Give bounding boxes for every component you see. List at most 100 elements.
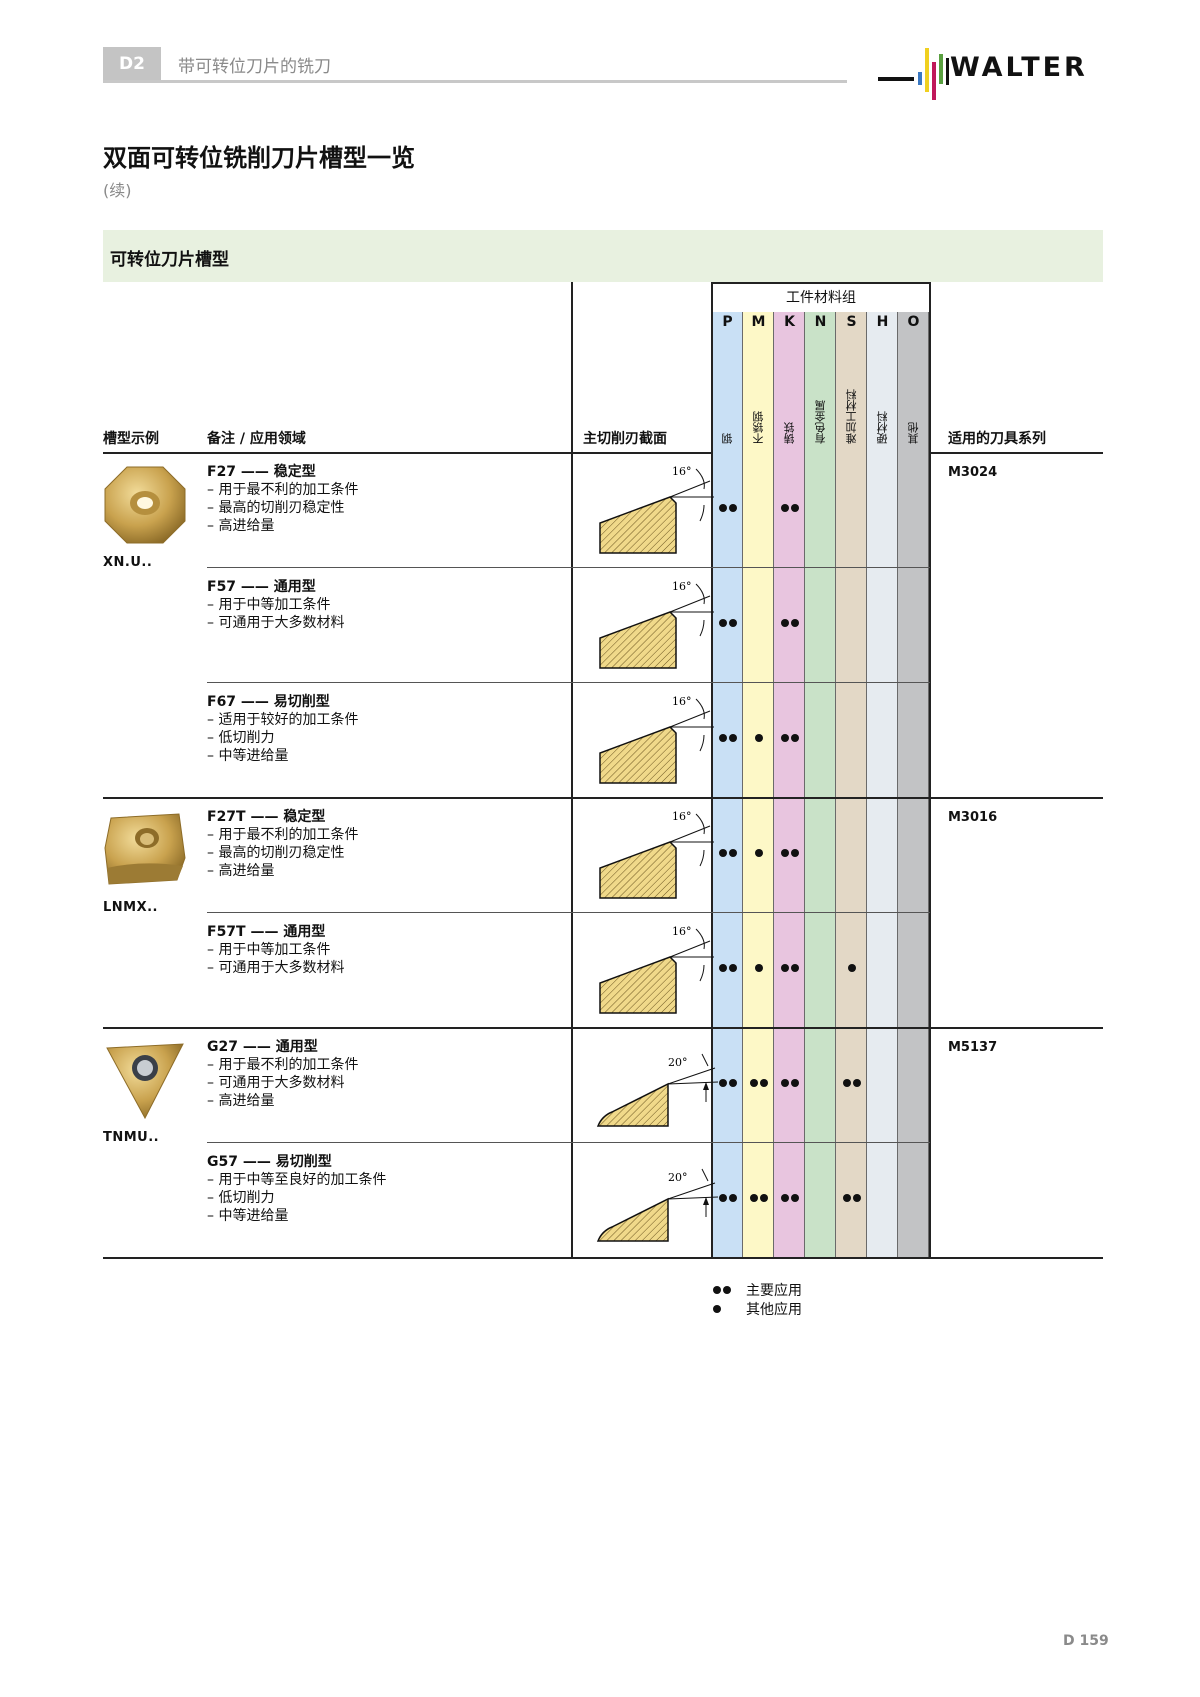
primary-application-icon: [712, 619, 743, 627]
geometry-title: F67 —— 易切削型: [207, 694, 330, 710]
geometry-note-line: – 用于最不利的加工条件: [207, 827, 359, 843]
material-name-label: 铸铁: [782, 422, 796, 444]
material-letter-m: M: [751, 314, 766, 330]
primary-application-icon: [743, 1194, 774, 1202]
secondary-application-icon: [836, 964, 867, 972]
material-letter-k: K: [784, 314, 795, 330]
material-letter-o: O: [907, 314, 920, 330]
geometry-title: F27T —— 稳定型: [207, 809, 326, 825]
geometry-notes: F57 —— 通用型– 用于中等加工条件– 可通用于大多数材料: [207, 578, 567, 632]
header-bottom-rule-right: [930, 452, 1103, 454]
svg-text:20°: 20°: [668, 1171, 688, 1184]
geometry-note-line: – 高进给量: [207, 863, 275, 879]
material-letter-p: P: [722, 314, 733, 330]
chapter-title: 带可转位刀片的铣刀: [178, 57, 331, 77]
svg-text:16°: 16°: [672, 695, 692, 708]
cutting-edge-cross-section-diagram: 16°: [590, 461, 714, 556]
row-divider: [207, 682, 930, 683]
material-column-h: [867, 312, 898, 1257]
group-divider: [103, 1027, 1103, 1029]
row-divider: [207, 912, 930, 913]
material-name-label: 不锈钢: [751, 411, 765, 444]
legend-primary: 主要应用: [712, 1280, 802, 1299]
material-name-label: 钢: [720, 433, 734, 444]
material-name-label: 难加工材料: [844, 389, 858, 444]
header-cross-section: 主切削刃截面: [583, 431, 667, 447]
geometry-note-line: – 中等进给量: [207, 1208, 289, 1224]
cutting-edge-cross-section-diagram: 16°: [590, 921, 714, 1016]
insert-code: TNMU..: [103, 1130, 160, 1145]
cutting-edge-cross-section-diagram: 20°: [590, 1151, 719, 1246]
secondary-application-icon: [743, 849, 774, 857]
geometry-title: F57 —— 通用型: [207, 579, 316, 595]
primary-application-icon: [774, 734, 805, 742]
insert-image-triangle-icon: [103, 1038, 187, 1122]
cutting-edge-cross-section-diagram: 16°: [590, 691, 714, 786]
geometry-title: G27 —— 通用型: [207, 1039, 318, 1055]
insert-image-octagon-icon: [103, 463, 187, 547]
cutting-edge-cross-section-diagram: 16°: [590, 806, 714, 901]
geometry-notes: F27T —— 稳定型 – 用于最不利的加工条件 – 最高的切削刃稳定性 – 高进给量: [207, 808, 567, 880]
material-column-o: [898, 312, 929, 1257]
material-right-border: [929, 282, 931, 1257]
legend: 主要应用 其他应用: [712, 1280, 802, 1318]
geometry-notes: F27 —— 稳定型– 用于最不利的加工条件– 最高的切削刃稳定性– 高进给量: [207, 463, 567, 535]
svg-text:16°: 16°: [672, 925, 692, 938]
primary-application-icon: [774, 504, 805, 512]
material-column-s: [836, 312, 867, 1257]
svg-text:16°: 16°: [672, 580, 692, 593]
geometry-note-line: – 高进给量: [207, 1093, 275, 1109]
primary-application-icon: [774, 619, 805, 627]
primary-application-icon: [712, 504, 743, 512]
primary-application-icon: [774, 1194, 805, 1202]
geometry-note-line: – 最高的切削刃稳定性: [207, 845, 345, 861]
row-divider: [207, 1142, 930, 1143]
insert-code: LNMX..: [103, 900, 158, 915]
material-column-m: [743, 312, 774, 1257]
geometry-notes: F57T —— 通用型– 用于中等加工条件– 可通用于大多数材料: [207, 923, 567, 977]
geometry-note-line: – 最高的切削刃稳定性: [207, 500, 345, 516]
geometry-title: F57T —— 通用型: [207, 924, 326, 940]
geometry-note-line: – 高进给量: [207, 518, 275, 534]
tool-series: M3016: [948, 810, 998, 825]
material-left-border: [711, 282, 713, 1257]
primary-application-icon: [774, 1079, 805, 1087]
material-column-n: [805, 312, 836, 1257]
geometry-note-line: – 用于最不利的加工条件: [207, 1057, 359, 1073]
svg-text:16°: 16°: [672, 465, 692, 478]
geometry-note-line: – 低切削力: [207, 1190, 275, 1206]
chapter-tab: D2: [103, 47, 161, 81]
geometry-notes: F67 —— 易切削型– 适用于较好的加工条件– 低切削力– 中等进给量: [207, 693, 567, 765]
geometry-title: G57 —— 易切削型: [207, 1154, 332, 1170]
material-name-o: 其他: [898, 370, 929, 444]
group-divider: [103, 1257, 1103, 1259]
geometry-note-line: – 用于中等至良好的加工条件: [207, 1172, 387, 1188]
section-title: 可转位刀片槽型: [110, 250, 229, 270]
material-letter-n: N: [814, 314, 827, 330]
tool-series: M5137: [948, 1040, 998, 1055]
geometry-notes: G27 —— 通用型 – 用于最不利的加工条件 – 可通用于大多数材料 – 高进给量: [207, 1038, 567, 1110]
material-name-m: 不锈钢: [743, 370, 774, 444]
double-dot-icon: [712, 1285, 746, 1294]
geometry-note-line: – 可通用于大多数材料: [207, 1075, 345, 1091]
single-dot-icon: [712, 1304, 746, 1313]
header-divider: [103, 80, 847, 83]
geometry-note-line: – 可通用于大多数材料: [207, 615, 345, 631]
material-column-p: [712, 312, 743, 1257]
geometry-note-line: – 中等进给量: [207, 748, 289, 764]
cutting-edge-cross-section-diagram: 20°: [590, 1036, 719, 1131]
legend-primary-label: 主要应用: [746, 1282, 802, 1299]
material-top-border: [712, 282, 930, 284]
svg-text:16°: 16°: [672, 810, 692, 823]
primary-application-icon: [836, 1194, 867, 1202]
primary-application-icon: [743, 1079, 774, 1087]
material-group-label: 工件材料组: [786, 290, 856, 306]
material-name-label: 硬材料: [875, 411, 889, 444]
header-tool-series: 适用的刀具系列: [948, 431, 1046, 447]
primary-application-icon: [774, 849, 805, 857]
material-letter-s: S: [846, 314, 857, 330]
secondary-application-icon: [743, 734, 774, 742]
geometry-note-line: – 用于中等加工条件: [207, 942, 331, 958]
legend-secondary: 其他应用: [712, 1299, 802, 1318]
header-notes: 备注 / 应用领域: [207, 431, 306, 447]
